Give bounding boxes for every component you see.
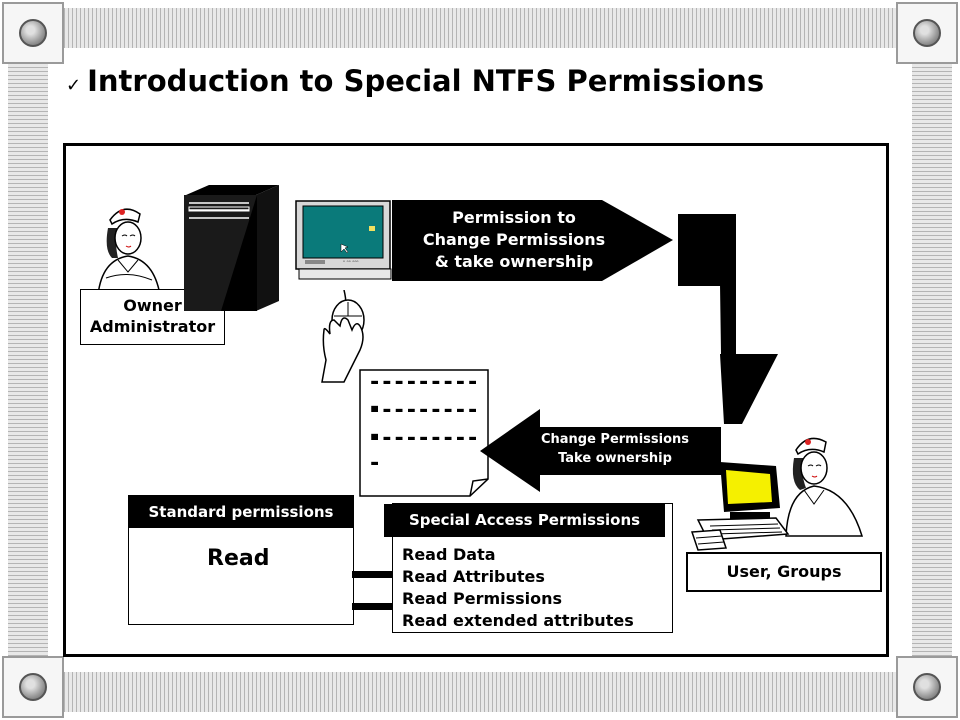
user-groups-box: User, Groups	[686, 552, 882, 592]
permission-arrow	[392, 200, 673, 281]
note-line-1: ----------	[368, 370, 479, 420]
connector-bar-2	[352, 603, 394, 610]
frame-corner-bottom-left	[2, 656, 64, 718]
special-access-list: Read Data Read Attributes Read Permissio…	[402, 544, 634, 632]
permission-arrow-line1: Permission to	[452, 208, 576, 227]
user-figure-icon	[785, 437, 864, 537]
change-permissions-line2: Take ownership	[558, 451, 672, 466]
frame-corner-bottom-right	[896, 656, 958, 718]
standard-permissions-value: Read	[207, 546, 270, 571]
user-groups-label: User, Groups	[726, 562, 842, 581]
frame-corner-top-right	[896, 2, 958, 64]
elbow-down-arrow	[678, 214, 778, 424]
corner-knob-icon	[19, 673, 47, 701]
frame-right-strip	[912, 64, 952, 656]
server-tower-icon	[184, 185, 279, 311]
user-computer-icon	[690, 462, 790, 551]
change-permissions-text: Change Permissions Take ownership	[515, 430, 715, 468]
standard-permissions-box: Standard permissions Read	[128, 495, 354, 625]
special-access-item-3: Read Permissions	[402, 589, 563, 608]
mouse-hand-icon	[321, 290, 365, 383]
frame-bottom-strip	[64, 672, 896, 712]
document-note-lines: ---------- ---------- ----------	[368, 370, 486, 476]
corner-knob-icon	[913, 673, 941, 701]
corner-knob-icon	[19, 19, 47, 47]
slide-title-text: Introduction to Special NTFS Permissions	[87, 64, 765, 98]
special-access-box: Special Access Permissions Read Data Rea…	[384, 503, 673, 633]
special-access-header: Special Access Permissions	[384, 504, 665, 537]
frame-top-strip	[64, 8, 896, 48]
owner-label-line2: Administrator	[89, 317, 216, 336]
change-permissions-arrow	[480, 409, 721, 492]
document-note-icon	[359, 369, 489, 497]
note-line-3: ----------	[368, 426, 479, 476]
owner-label-line1: Owner	[123, 296, 182, 315]
svg-text:ᵒ ᵒᵒ ᵒᵒᵒ: ᵒ ᵒᵒ ᵒᵒᵒ	[343, 260, 359, 266]
permission-arrow-line2: Change Permissions	[422, 230, 606, 249]
connector-bar-1	[352, 571, 394, 578]
change-permissions-line1: Change Permissions	[540, 432, 690, 447]
special-access-item-4: Read extended attributes	[402, 611, 634, 630]
standard-permissions-header: Standard permissions	[129, 496, 353, 528]
special-access-item-1: Read Data	[402, 545, 496, 564]
permission-arrow-line3: & take ownership	[434, 252, 594, 271]
special-access-item-2: Read Attributes	[402, 567, 545, 586]
check-mark-icon: ✓	[66, 75, 82, 96]
desktop-monitor-icon: ᵒ ᵒᵒ ᵒᵒᵒ	[295, 200, 392, 280]
owner-figure-icon	[97, 208, 161, 295]
corner-knob-icon	[913, 19, 941, 47]
note-line-2: ----------	[368, 398, 479, 448]
frame-left-strip	[8, 64, 48, 656]
permission-arrow-text: Permission to Change Permissions & take …	[400, 207, 628, 273]
frame-corner-top-left	[2, 2, 64, 64]
slide-title: ✓Introduction to Special NTFS Permission…	[66, 64, 764, 98]
